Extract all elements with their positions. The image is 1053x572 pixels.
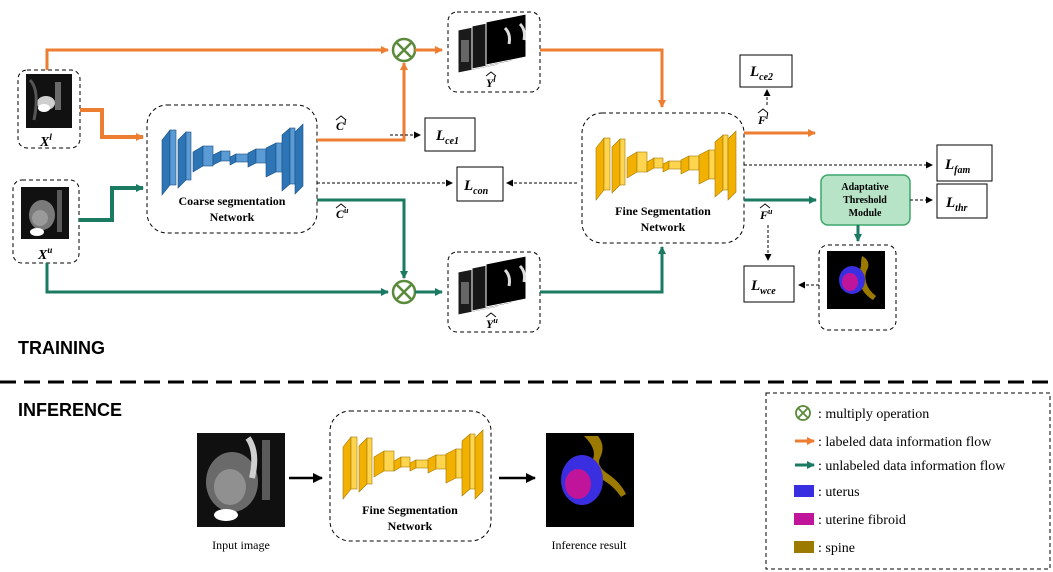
legend-item-multiply: : multiply operation	[795, 405, 929, 422]
loss-ce2: Lce2	[739, 54, 793, 88]
pseudo-label-labeled-stack	[447, 11, 541, 93]
svg-text:Module: Module	[849, 208, 882, 219]
svg-text:: spine: : spine	[818, 541, 855, 556]
labeled-to-coarse-arrow	[80, 108, 144, 141]
svg-text:Lthr: Lthr	[945, 195, 968, 214]
fine-labeled-output-label: Fl	[757, 112, 769, 127]
legend-item-fibroid: : uterine fibroid	[794, 513, 906, 528]
inference-input-caption: Input image	[212, 538, 270, 552]
pseudo-label-unlabeled-label: Yu	[486, 316, 498, 331]
coarse-unlabeled-output-label: Cu	[336, 206, 349, 221]
loss-thr: Lthr	[936, 183, 988, 219]
coarse-network-blocks	[161, 123, 304, 196]
fine-unlabeled-output-label: Fu	[759, 207, 773, 222]
svg-text:Network: Network	[388, 519, 433, 533]
coarse-network-title-line2: Network	[210, 210, 255, 224]
svg-text:: labeled data information flo: : labeled data information flow	[818, 435, 992, 450]
fine-network-title-line1: Fine Segmentation	[615, 204, 711, 218]
svg-text:Fine Segmentation: Fine Segmentation	[362, 503, 458, 517]
svg-text:: uterus: : uterus	[818, 485, 860, 500]
threshold-output-mask	[818, 244, 897, 331]
legend-item-unlabeled-flow: : unlabeled data information flow	[795, 459, 1006, 474]
coarse-unlabeled-output-arrow	[317, 198, 408, 279]
legend-item-labeled-flow: : labeled data information flow	[795, 435, 992, 450]
legend-item-spine: : spine	[794, 541, 855, 556]
unlabeled-to-multiply-arrow	[45, 263, 389, 296]
spine-swatch-icon	[794, 541, 814, 553]
svg-text:Threshold: Threshold	[843, 195, 887, 206]
labeled-input-image	[17, 69, 81, 149]
fine-network-title-line2: Network	[641, 220, 686, 234]
fine-segmentation-network: Fine Segmentation Network	[581, 112, 745, 244]
inference-result-caption: Inference result	[552, 538, 628, 552]
svg-text:Lcon: Lcon	[463, 178, 489, 197]
coarse-network-title-line1: Coarse segmentation	[179, 194, 286, 208]
loss-con: Lcon	[456, 166, 504, 202]
inference-fine-network: Fine Segmentation Network	[329, 410, 492, 542]
svg-text:Lwce: Lwce	[750, 278, 776, 297]
yu-to-fine-arrow	[540, 246, 666, 294]
inference-result-image	[546, 433, 634, 527]
coarse-segmentation-network: Coarse segmentation Network	[146, 104, 318, 234]
svg-text:Adaptative: Adaptative	[841, 182, 889, 193]
inference-section-title: INFERENCE	[18, 400, 122, 420]
svg-text:: uterine fibroid: : uterine fibroid	[818, 513, 906, 528]
coarse-labeled-output-label: Cl	[336, 118, 347, 133]
svg-text:: unlabeled data information f: : unlabeled data information flow	[818, 459, 1006, 474]
legend: : multiply operation : labeled data info…	[765, 392, 1051, 570]
coarse-unlabeled-hat	[335, 203, 347, 209]
legend-item-uterus: : uterus	[794, 485, 860, 500]
coarse-labeled-hat	[335, 115, 347, 121]
yl-to-fine-arrow	[540, 48, 666, 108]
svg-text:Lce1: Lce1	[435, 128, 459, 147]
unlabeled-input-image	[12, 179, 80, 264]
svg-text:Lfam: Lfam	[944, 157, 971, 176]
multiply-operation-labeled	[391, 37, 417, 63]
fibroid-swatch-icon	[794, 513, 814, 525]
unlabeled-to-coarse-arrow	[79, 184, 144, 222]
pseudo-label-labeled-label: Yl	[486, 75, 496, 90]
inference-input-image	[197, 433, 285, 527]
labeled-input-label: Xl	[39, 132, 52, 150]
multiply-operation-unlabeled	[391, 279, 417, 305]
training-section-title: TRAINING	[18, 338, 105, 358]
svg-text:Lce2: Lce2	[749, 64, 773, 83]
coarse-labeled-output-arrow	[317, 62, 408, 142]
labeled-to-multiply-arrow	[45, 46, 389, 70]
adaptive-threshold-module: Adaptative Threshold Module	[820, 174, 911, 226]
unlabeled-input-label: Xu	[37, 245, 52, 263]
loss-ce1: Lce1	[424, 117, 476, 152]
loss-wce: Lwce	[743, 265, 795, 303]
loss-fam: Lfam	[936, 144, 993, 182]
uterus-swatch-icon	[794, 485, 814, 497]
svg-text:: multiply operation: : multiply operation	[818, 407, 929, 422]
